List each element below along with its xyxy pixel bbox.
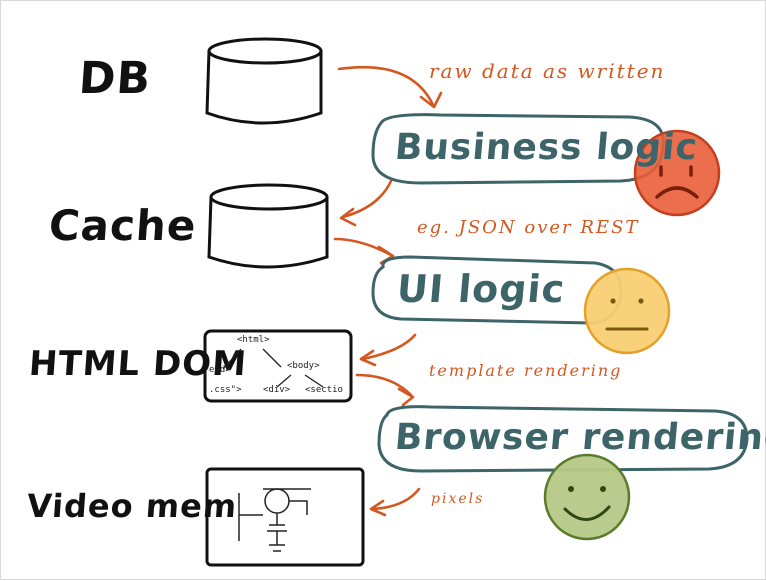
dom-body-tag: <body> xyxy=(287,361,320,371)
circuit-sketch-icon xyxy=(238,488,311,552)
template-rendering-note: template rendering xyxy=(429,361,623,380)
json-rest-note: eg. JSON over REST xyxy=(417,217,640,238)
browser-rendering-label: Browser rendering xyxy=(393,417,766,458)
ui-logic-label: UI logic xyxy=(395,267,568,311)
arrow-ui-to-dom xyxy=(361,333,417,361)
dom-section-tag: <sectio xyxy=(305,385,343,395)
sad-face-icon xyxy=(633,129,721,217)
html-dom-box xyxy=(203,329,353,403)
db-cylinder-icon xyxy=(205,37,323,125)
video-mem-box xyxy=(205,467,365,567)
arrow-db-to-business xyxy=(337,65,435,107)
happy-face-icon xyxy=(543,453,631,541)
neutral-face-icon xyxy=(583,267,671,355)
raw-data-note: raw data as written xyxy=(429,59,666,83)
dom-html-tag: <html> xyxy=(237,335,270,345)
dom-css-tag: .css"> xyxy=(209,385,242,395)
cache-cylinder-icon xyxy=(207,183,329,269)
dom-head-tag: ead> xyxy=(209,365,231,375)
dom-div-tag: <div> xyxy=(263,385,291,395)
arrow-dom-to-browser xyxy=(355,373,413,397)
dom-tree-lines xyxy=(222,348,324,388)
business-logic-label: Business logic xyxy=(393,127,700,168)
browser-rendering-outline xyxy=(377,405,749,473)
arrow-business-to-cache xyxy=(341,179,393,219)
pixels-note: pixels xyxy=(431,491,485,507)
arrow-cache-to-ui xyxy=(333,237,393,257)
arrow-browser-to-video xyxy=(371,487,421,511)
